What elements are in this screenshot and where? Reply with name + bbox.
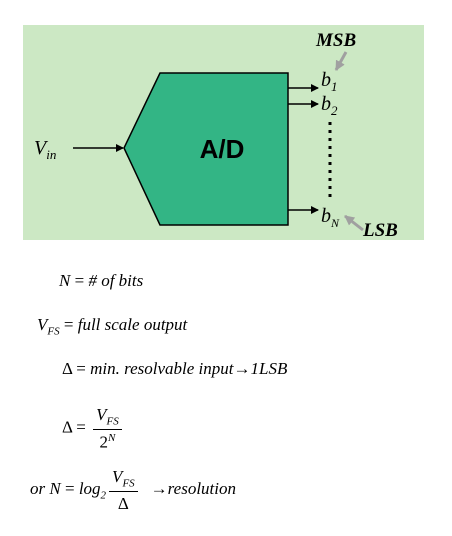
adc-diagram: A/D Vin b1 b2 bN MSB LSB xyxy=(23,25,424,241)
adc-block xyxy=(123,72,289,226)
output-label-b2: b2 xyxy=(321,93,338,118)
equation-bits: N = # of bits xyxy=(59,271,144,290)
lsb-label: LSB xyxy=(362,220,398,241)
equation-delta-definition: Δ = min. resolvable input→1LSB xyxy=(62,359,288,378)
msb-arrow xyxy=(334,51,348,71)
lsb-arrow xyxy=(344,214,364,232)
msb-label: MSB xyxy=(315,30,356,51)
equation-vfs: VFS = full scale output xyxy=(37,315,188,338)
input-label: Vin xyxy=(34,137,56,162)
adc-block-label: A/D xyxy=(200,134,245,164)
output-label-b1: b1 xyxy=(321,69,338,94)
output-label-bn: bN xyxy=(321,205,340,230)
